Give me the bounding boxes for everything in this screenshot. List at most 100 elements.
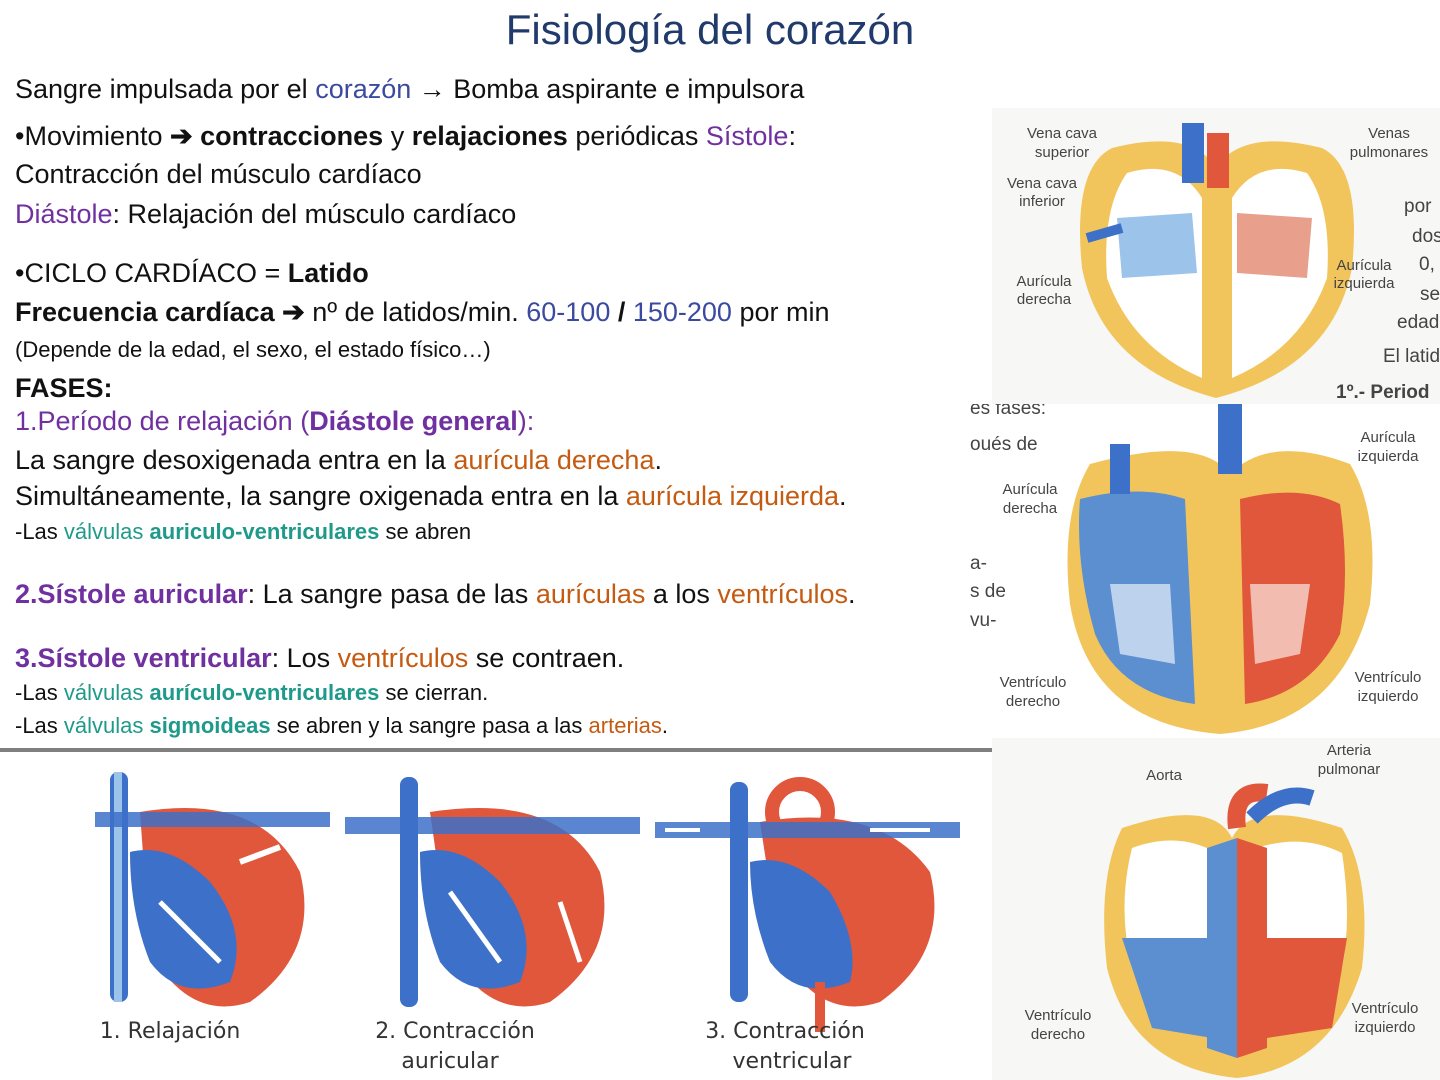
page-title: Fisiología del corazón [505, 6, 915, 53]
label-auricula-izquierda-1: Aurícula [1360, 429, 1416, 446]
text: se contraen. [468, 643, 625, 673]
phase-1-line-1: La sangre desoxigenada entra en la auríc… [15, 445, 662, 476]
phase-2-heading: 2.Sístole auricular [15, 579, 248, 609]
label-ventriculo-derecho-1: Ventrículo [1025, 1007, 1092, 1024]
edge-text: s de [970, 581, 1006, 602]
bold-relajaciones: relajaciones [411, 121, 568, 151]
highlight-valvulas: válvulas [63, 713, 150, 738]
highlight-av-valves: aurículo-ventriculares [149, 680, 380, 705]
highlight-auricula-izquierda: aurícula izquierda [625, 481, 840, 511]
caption-atrial-contraction-1: 2. Contracción [375, 1019, 535, 1044]
label-arteria-pulmonar-2: pulmonar [1318, 761, 1381, 778]
bold-latido: Latido [287, 258, 369, 288]
arrow-right-icon: ➔ [170, 121, 193, 151]
highlight-arterias: arterias [588, 713, 662, 738]
heart-atrial-contraction-image [345, 777, 640, 1007]
edge-text-periodo: 1º.- Period [1336, 382, 1430, 403]
phase-3-line: 3.Sístole ventricular: Los ventrículos s… [15, 643, 624, 674]
cardiac-cycle-illustration: 1. Relajación 2. Contracción auricular 3… [0, 752, 992, 1080]
text: y [383, 121, 412, 151]
caption-ventricular-contraction-1: 3. Contracción [705, 1019, 865, 1044]
phases-heading: FASES: [15, 373, 113, 403]
edge-text: por [1404, 196, 1432, 217]
text: -Las [15, 713, 64, 738]
edge-text: El latid [1383, 346, 1440, 367]
text: . [661, 713, 669, 738]
phase-3-heading: 3.Sístole ventricular [15, 643, 272, 673]
highlight-sistole: Sístole [705, 121, 789, 151]
phase-1-line-2: Simultáneamente, la sangre oxigenada ent… [15, 481, 847, 512]
label-vena-cava-inferior-1: Vena cava [1007, 175, 1078, 192]
text: nº de latidos/min. [304, 297, 527, 327]
text-line-cardiac-cycle: •CICLO CARDÍACO = Latido [15, 258, 369, 289]
rate-child: 150-200 [632, 297, 732, 327]
text: . [847, 579, 856, 609]
label-ventriculo-izquierdo-1: Ventrículo [1352, 1000, 1419, 1017]
highlight-heart: corazón [315, 74, 412, 104]
label-ventriculo-derecho-2: derecho [1006, 693, 1060, 710]
edge-text: es fases: [970, 404, 1046, 419]
section-divider [0, 748, 992, 752]
heart-relaxation-image [95, 772, 330, 1007]
caption-relaxation: 1. Relajación [100, 1019, 241, 1044]
highlight-auriculas: aurículas [535, 579, 646, 609]
highlight-sigmoid-valves: sigmoideas [149, 713, 271, 738]
text: se cierran. [379, 680, 489, 705]
text: -Las [15, 680, 64, 705]
text: . [839, 481, 847, 511]
text: 1.Período de relajación ( [15, 406, 310, 436]
edge-text: se [1420, 284, 1440, 305]
text: -Las [15, 519, 64, 544]
text: : Relajación del músculo cardíaco [112, 199, 517, 229]
bold-frecuencia: Frecuencia cardíaca [15, 297, 283, 327]
label-ventriculo-izquierdo-1: Ventrículo [1355, 669, 1422, 686]
heart-ventricular-contraction-image [655, 777, 960, 1032]
highlight-valvulas: válvulas [63, 519, 150, 544]
label-vena-cava-superior-1: Vena cava [1027, 125, 1098, 142]
edge-text: dos [1412, 226, 1440, 247]
label-auricula-izquierda-2: izquierda [1334, 275, 1396, 292]
highlight-auricula-derecha: aurícula derecha [453, 445, 655, 475]
label-auricula-derecha-1: Aurícula [1002, 481, 1058, 498]
phase-2-line: 2.Sístole auricular: La sangre pasa de l… [15, 579, 856, 610]
text-line-blood-pumped: Sangre impulsada por el corazón → Bomba … [15, 74, 804, 105]
text-line-movement: •Movimiento ➔ contracciones y relajacion… [15, 121, 796, 152]
text: : La sangre pasa de las [247, 579, 536, 609]
heart-diagram-relaxation: Vena cava superior Vena cava inferior Au… [992, 108, 1440, 404]
edge-text: 0, [1419, 254, 1435, 275]
text-line-diastole: Diástole: Relajación del músculo cardíac… [15, 199, 516, 230]
edge-text: vu- [970, 610, 996, 631]
rate-adult: 60-100 [526, 297, 611, 327]
label-auricula-derecha-2: derecha [1017, 291, 1072, 308]
highlight-ventriculos: ventrículos [337, 643, 469, 673]
text: : Los [271, 643, 338, 673]
text: periódicas [567, 121, 706, 151]
text-line-contraction: Contracción del músculo cardíaco [15, 159, 422, 189]
text: se abren [379, 519, 472, 544]
text: → Bomba aspirante e impulsora [411, 74, 805, 104]
highlight-valvulas: válvulas [63, 680, 150, 705]
label-arteria-pulmonar-1: Arteria [1327, 742, 1372, 759]
highlight-av-valves: auriculo-ventriculares [149, 519, 380, 544]
text: ): [517, 406, 535, 436]
text: por min [731, 297, 830, 327]
highlight-diastole: Diástole [15, 199, 113, 229]
heart-diagram-ventricular-systole: Aorta Arteria pulmonar Ventrículo derech… [992, 738, 1440, 1080]
text: •Movimiento [15, 121, 170, 151]
phase-3-line-1: -Las válvulas aurículo-ventriculares se … [15, 680, 488, 706]
text: se abren y la sangre pasa a las [270, 713, 589, 738]
edge-text: oués de [970, 434, 1038, 455]
text-line-heart-rate: Frecuencia cardíaca ➔ nº de latidos/min.… [15, 297, 830, 328]
bold-contracciones: contracciones [192, 121, 384, 151]
caption-ventricular-contraction-2: ventricular [733, 1049, 853, 1074]
heart-diagram-atrial-systole: es fases: oués de a- s de vu- Aurícula i… [970, 404, 1440, 738]
text: •CICLO CARDÍACO = [15, 258, 288, 288]
label-vena-cava-inferior-2: inferior [1019, 193, 1065, 210]
edge-text: edad [1397, 312, 1439, 333]
label-venas-pulmonares-2: pulmonares [1350, 144, 1428, 161]
text: . [654, 445, 662, 475]
text: Simultáneamente, la sangre oxigenada ent… [15, 481, 626, 511]
text: : [788, 121, 796, 151]
label-auricula-izquierda-1: Aurícula [1336, 257, 1392, 274]
caption-atrial-contraction-2: auricular [401, 1049, 499, 1074]
